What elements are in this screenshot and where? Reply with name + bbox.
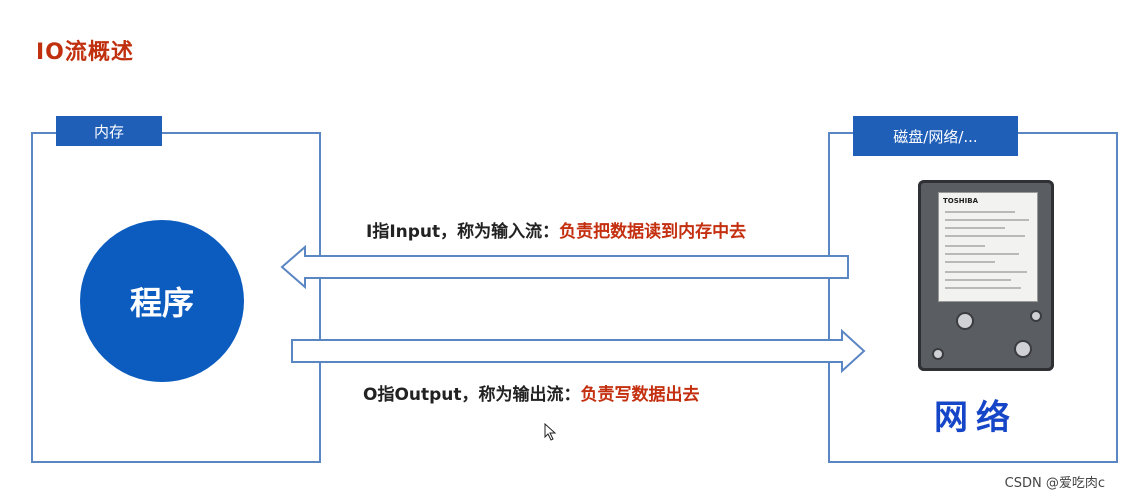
page-title: IO流概述	[36, 40, 134, 65]
output-stream-caption: O指Output，称为输出流：负责写数据出去	[363, 380, 700, 405]
output-caption-prefix: O指Output，称为输出流：	[363, 385, 581, 405]
input-stream-caption: I指Input，称为输入流：负责把数据读到内存中去	[366, 217, 746, 242]
hdd-label: TOSHIBA	[938, 192, 1038, 302]
hard-drive-icon: TOSHIBA	[918, 180, 1054, 371]
input-caption-highlight: 负责把数据读到内存中去	[559, 222, 747, 242]
output-caption-highlight: 负责写数据出去	[580, 385, 700, 405]
storage-tag: 磁盘/网络/...	[853, 116, 1018, 156]
hdd-brand: TOSHIBA	[943, 197, 978, 205]
output-arrow	[291, 328, 866, 374]
watermark: CSDN @爱吃肉c	[1004, 476, 1105, 491]
input-arrow	[280, 244, 849, 290]
network-text: 网络	[934, 398, 1018, 438]
memory-tag: 内存	[56, 116, 162, 146]
program-circle: 程序	[80, 220, 244, 382]
memory-panel	[31, 132, 321, 463]
input-caption-prefix: I指Input，称为输入流：	[366, 222, 560, 242]
mouse-cursor-icon	[544, 423, 557, 441]
